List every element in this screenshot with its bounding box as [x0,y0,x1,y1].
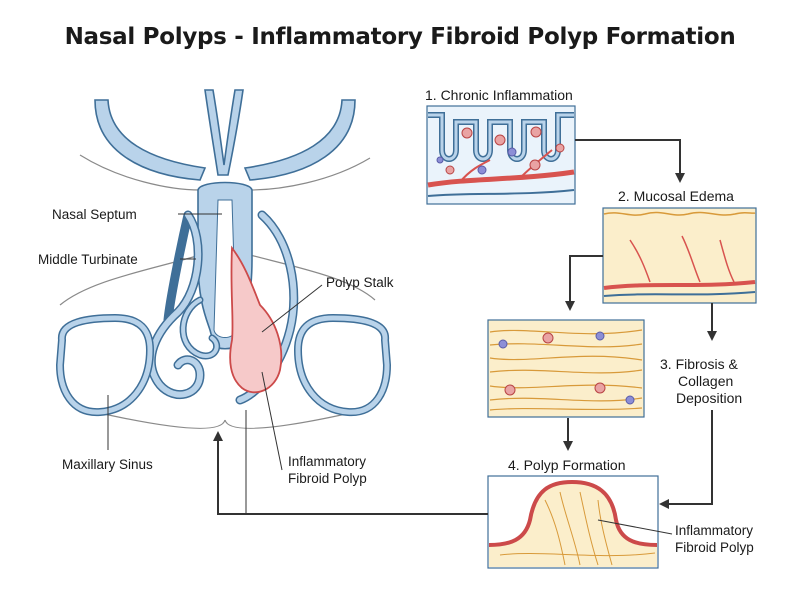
step1-vessel [427,169,575,188]
step1-base-membrane [427,189,575,197]
flow-arrows [213,139,717,515]
inflammatory-fibroid-polyp [229,245,283,394]
epithelium-folds-inner [428,113,574,161]
label-polyp-line2: Fibroid Polyp [288,471,367,486]
step4-polyp-outline [488,479,658,547]
maxillary-sinus-left-fill [57,315,153,415]
anatomy-leader-lines [107,213,323,471]
label-step3-line2: Collagen [678,373,733,389]
label-step3-line3: Deposition [676,390,742,406]
step4-leader-line [597,519,673,535]
label-step4-line2: Fibroid Polyp [675,540,754,555]
step3-lymphocytes [498,331,635,405]
step3-cells [504,332,606,396]
step2-vessel [603,280,756,290]
inferior-turbinate-left-fill [181,298,219,358]
label-middle-turbinate: Middle Turbinate [38,252,138,267]
arrow-step2-to-step3 [565,255,603,311]
edema-vessels [629,235,735,283]
maxillary-sinus-right [293,313,392,417]
step4-submucosa [489,482,657,567]
step2-panel [602,207,757,304]
middle-turbinate-left-fill [148,212,204,398]
upper-arches [94,89,356,181]
maxillary-sinus-right-fill [295,315,390,415]
maxillary-sinus-left [55,313,155,417]
step2-base [603,291,756,297]
step1-panel [426,105,576,205]
label-step2: 2. Mucosal Edema [618,188,734,204]
label-maxillary-sinus: Maxillary Sinus [62,457,153,472]
label-step4: 4. Polyp Formation [508,457,626,473]
edema-surface [603,211,756,216]
label-step3-line1: 3. Fibrosis & [660,356,738,372]
nasal-anatomy: Nasal Septum Middle Turbinate Polyp Stal… [38,89,394,486]
inflammatory-cells [445,126,565,175]
arrow-side-to-step4 [659,410,713,509]
label-step1: 1. Chronic Inflammation [425,87,573,103]
lymphocytes [436,147,517,175]
arrow-step4-to-anatomy [213,431,488,515]
label-polyp-line1: Inflammatory [288,454,366,469]
label-step4-line1: Inflammatory [675,523,753,538]
diagram-title: Nasal Polyps - Inflammatory Fibroid Poly… [64,24,736,50]
label-nasal-septum: Nasal Septum [52,207,137,222]
step3-panel [487,319,645,418]
collagen-fibers [489,329,643,411]
step4-fibers [499,491,656,566]
arrow-step1-to-step2 [575,139,685,183]
label-polyp-stalk: Polyp Stalk [326,275,394,290]
step4-panel [487,475,673,569]
